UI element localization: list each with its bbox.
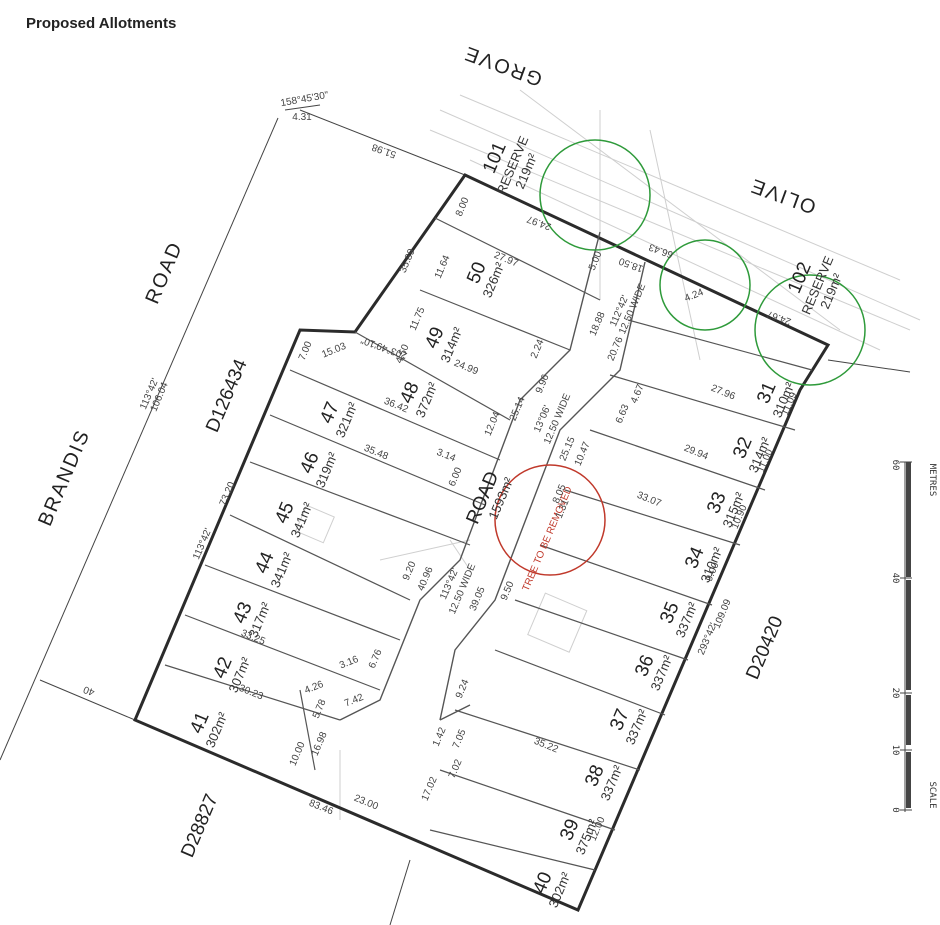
dimension-label: 35.89	[398, 247, 418, 275]
dimension-label: 12.04	[483, 410, 503, 438]
dimension-label: 11.64	[433, 253, 453, 280]
lot-lines-west	[164, 217, 601, 771]
scale-tick: 60	[890, 460, 900, 471]
dimension-label: 15.03	[320, 341, 348, 361]
dimension-label: 35.22	[532, 736, 560, 756]
dimension-label: 4.67	[629, 383, 647, 406]
dimension-label: 83.46	[307, 798, 335, 818]
dimension-label: 7.02	[447, 758, 465, 781]
tree-icon	[494, 464, 606, 576]
dimension-label: 9.20	[401, 560, 419, 583]
dimension-label: 4.31	[292, 112, 312, 123]
road-name-road: ROAD	[141, 238, 187, 307]
dimension-label: 29.94	[682, 443, 710, 463]
parcel-label: D28827	[177, 791, 222, 860]
dimension-label: 6.00	[447, 466, 465, 489]
dimension-label: 9.24	[454, 678, 472, 701]
dimension-label: 6.76	[367, 648, 385, 671]
dimension-label: 18.88	[588, 310, 608, 338]
removed-tree	[494, 464, 606, 576]
dimension-label: 8.00	[454, 196, 472, 219]
dimension-label: 33.07	[635, 490, 663, 510]
dimension-label: 5.78	[311, 698, 329, 721]
dimension-label: 7.05	[451, 728, 469, 751]
dimension-label: 158°45'30"	[280, 90, 330, 109]
scale-unit: METRES	[927, 464, 937, 497]
parcel-label: D126434	[202, 356, 252, 436]
dimension-label: 24.67	[765, 308, 793, 327]
dimension-label: 17.02	[420, 775, 440, 803]
dimension-label: 2.24	[529, 338, 547, 361]
site-boundary	[133, 173, 831, 912]
dimension-label: 30.23	[237, 683, 265, 703]
dimension-label: 7.00	[297, 340, 315, 363]
dimension-label: 73.20	[218, 480, 238, 508]
scale-bar: METRES SCALE 60 40 20 10 0	[890, 460, 937, 813]
reserve-102: 102 RESERVE 219m²	[784, 254, 846, 317]
scale-tick: 40	[890, 573, 900, 584]
scale-tick: 10	[890, 745, 900, 756]
tree-icon	[754, 274, 866, 386]
dimension-label: 11.75	[408, 305, 428, 332]
reserve-101: 101 RESERVE 219m²	[479, 134, 541, 197]
road-name-grove: GROVE	[461, 41, 546, 90]
scale-tick: 20	[890, 688, 900, 699]
retained-trees	[539, 139, 866, 386]
dimension-label: 24.99	[452, 358, 480, 378]
dimension-label: 40	[82, 683, 97, 697]
road-alignment-lines	[0, 104, 911, 925]
dimension-label: 1.42	[431, 726, 449, 749]
dimension-label: 39.05	[468, 585, 488, 613]
parcel-label: D20420	[742, 613, 787, 682]
dimension-label: 4.24	[683, 287, 706, 305]
tree-icon	[659, 239, 751, 331]
dimension-label: 27.96	[709, 383, 737, 403]
dimension-label: 4.50	[394, 343, 412, 366]
dimension-label: 9.96	[534, 373, 552, 396]
road-name-brandis: BRANDIS	[34, 426, 94, 529]
dimension-label: 66.43	[647, 241, 675, 260]
dimension-label: 3.16	[338, 654, 361, 672]
scale-tick: 0	[890, 807, 900, 812]
dimension-label: 10.00	[288, 740, 308, 768]
dimension-label: 5.00	[587, 250, 605, 273]
dimension-label: 6.63	[614, 403, 632, 426]
dimension-label: 23.00	[352, 793, 380, 813]
road-name-olive: OLIVE	[747, 174, 819, 218]
tree-icon	[539, 139, 651, 251]
dimension-label: 40.96	[416, 565, 436, 593]
lot-lines-east	[429, 319, 813, 871]
scale-label: SCALE	[927, 781, 937, 808]
dimension-label: 3.14	[435, 447, 458, 465]
dimension-label: 16.98	[310, 730, 330, 758]
dimension-label: 7.42	[343, 692, 366, 710]
dimension-label: 25.14	[508, 395, 528, 423]
dimension-label: 51.98	[370, 141, 398, 160]
dimension-label: 10.47	[573, 440, 593, 468]
page-title: Proposed Allotments	[26, 15, 177, 32]
dimension-label: 4.26	[303, 679, 326, 697]
existing-detail	[295, 89, 921, 820]
